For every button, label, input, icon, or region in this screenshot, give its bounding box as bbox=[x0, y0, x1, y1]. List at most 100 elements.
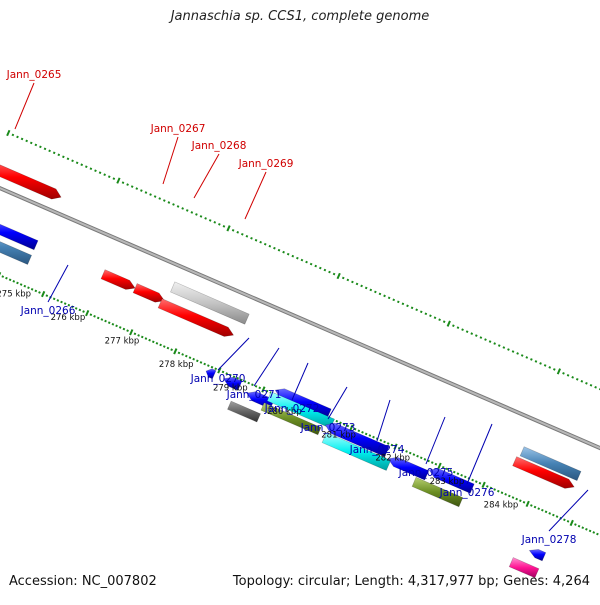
accession-label: Accession: NC_007802 bbox=[9, 574, 157, 589]
outer-tick-mark bbox=[581, 380, 582, 382]
inner-tick-mark bbox=[425, 458, 426, 460]
inner-tick-mark bbox=[101, 319, 102, 321]
outer-tick-mark bbox=[54, 152, 55, 154]
inner-tick-mark bbox=[164, 346, 165, 348]
inner-tick-mark bbox=[13, 280, 14, 282]
outer-tick-mark bbox=[357, 283, 358, 285]
outer-tick-mark bbox=[329, 271, 330, 273]
inner-tick-mark bbox=[17, 282, 18, 284]
outer-tick-mark bbox=[302, 259, 303, 261]
inner-tick-mark bbox=[373, 436, 374, 438]
outer-tick-mark bbox=[412, 307, 413, 309]
outer-tick-mark bbox=[444, 321, 445, 323]
outer-tick-mark bbox=[132, 186, 133, 188]
outer-tick-mark bbox=[481, 337, 482, 339]
gene-label[interactable]: Jann_0268 bbox=[191, 140, 247, 152]
outer-tick-mark bbox=[476, 335, 477, 337]
outer-tick-mark bbox=[545, 364, 546, 366]
inner-tick-mark bbox=[509, 495, 510, 497]
outer-tick-mark bbox=[554, 368, 555, 370]
inner-tick-mark bbox=[476, 481, 477, 483]
inner-tick-mark bbox=[406, 451, 407, 453]
topology-summary: Topology: circular; Length: 4,317,977 bp… bbox=[233, 574, 590, 589]
inner-tick-mark bbox=[142, 336, 143, 338]
outer-tick-mark bbox=[191, 212, 192, 214]
inner-tick-mark bbox=[571, 520, 573, 526]
gene-label[interactable]: Jann_0278 bbox=[521, 534, 577, 546]
inner-tick-mark bbox=[204, 363, 205, 365]
outer-tick-mark bbox=[595, 386, 596, 388]
gene-arrow[interactable] bbox=[228, 401, 261, 422]
outer-tick-mark bbox=[337, 273, 339, 279]
outer-tick-mark bbox=[315, 265, 316, 267]
kbp-tick-label: 278 kbp bbox=[159, 360, 194, 370]
gene-label[interactable]: Jann_0274 bbox=[349, 444, 405, 456]
gene-leader-line bbox=[15, 83, 34, 129]
inner-tick-mark bbox=[590, 530, 591, 532]
outer-tick-mark bbox=[513, 351, 514, 353]
gene-label[interactable]: Jann_0266 bbox=[20, 305, 76, 317]
gene-leader-line bbox=[245, 172, 266, 219]
outer-tick-mark bbox=[375, 291, 376, 293]
gene-label[interactable]: Jann_0272 bbox=[264, 403, 320, 415]
inner-tick-mark bbox=[582, 527, 583, 529]
inner-tick-mark bbox=[120, 327, 121, 329]
gene-label[interactable]: Jann_0269 bbox=[238, 158, 294, 170]
gene-label[interactable]: Jann_0271 bbox=[226, 389, 282, 401]
gene-arrow[interactable] bbox=[529, 549, 546, 561]
inner-tick-mark bbox=[535, 506, 536, 508]
inner-tick-mark bbox=[149, 339, 150, 341]
inner-tick-mark bbox=[90, 314, 91, 316]
inner-tick-mark bbox=[146, 338, 147, 340]
outer-tick-mark bbox=[260, 241, 261, 243]
inner-tick-mark bbox=[553, 514, 554, 516]
inner-tick-mark bbox=[248, 382, 249, 384]
gene-label[interactable]: Jann_0276 bbox=[439, 487, 495, 499]
inner-tick-mark bbox=[186, 355, 187, 357]
outer-tick-mark bbox=[439, 319, 440, 321]
outer-tick-mark bbox=[58, 154, 59, 156]
gene-leader-line bbox=[194, 154, 219, 198]
gene-arrow[interactable] bbox=[133, 284, 164, 303]
gene-leader-line bbox=[467, 424, 492, 484]
gene-label[interactable]: Jann_0265 bbox=[6, 69, 62, 81]
inner-tick-mark bbox=[256, 385, 257, 387]
inner-tick-mark bbox=[127, 330, 128, 332]
inner-tick-mark bbox=[362, 431, 363, 433]
gene-label[interactable]: Jann_0273 bbox=[300, 422, 356, 434]
inner-tick-mark bbox=[546, 511, 547, 513]
inner-tick-mark bbox=[46, 295, 47, 297]
outer-tick-mark bbox=[100, 172, 101, 174]
outer-tick-mark bbox=[320, 267, 321, 269]
outer-tick-mark bbox=[219, 223, 220, 225]
gene-arrow[interactable] bbox=[101, 270, 135, 290]
gene-label[interactable]: Jann_0270 bbox=[190, 373, 246, 385]
outer-tick-mark bbox=[485, 339, 486, 341]
outer-tick-mark bbox=[568, 374, 569, 376]
inner-tick-mark bbox=[413, 454, 414, 456]
gene-label[interactable]: Jann_0267 bbox=[150, 123, 206, 135]
outer-tick-mark bbox=[526, 357, 527, 359]
inner-tick-mark bbox=[432, 462, 433, 464]
outer-tick-mark bbox=[173, 204, 174, 206]
outer-tick-mark bbox=[334, 273, 335, 275]
outer-tick-mark bbox=[398, 301, 399, 303]
outer-tick-mark bbox=[499, 345, 500, 347]
outer-tick-mark bbox=[113, 178, 114, 180]
outer-tick-mark bbox=[283, 251, 284, 253]
inner-tick-mark bbox=[116, 325, 117, 327]
outer-tick-mark bbox=[288, 253, 289, 255]
outer-tick-mark bbox=[591, 384, 592, 386]
outer-tick-mark bbox=[558, 369, 560, 375]
inner-tick-mark bbox=[201, 362, 202, 364]
outer-tick-mark bbox=[63, 156, 64, 158]
inner-tick-mark bbox=[366, 433, 367, 435]
inner-tick-mark bbox=[212, 366, 213, 368]
inner-tick-mark bbox=[54, 298, 55, 300]
inner-tick-mark bbox=[10, 279, 11, 281]
inner-tick-mark bbox=[105, 320, 106, 322]
inner-tick-mark bbox=[538, 508, 539, 510]
outer-tick-mark bbox=[540, 363, 541, 365]
gene-label[interactable]: Jann_0275 bbox=[398, 467, 454, 479]
outer-tick-mark bbox=[430, 315, 431, 317]
